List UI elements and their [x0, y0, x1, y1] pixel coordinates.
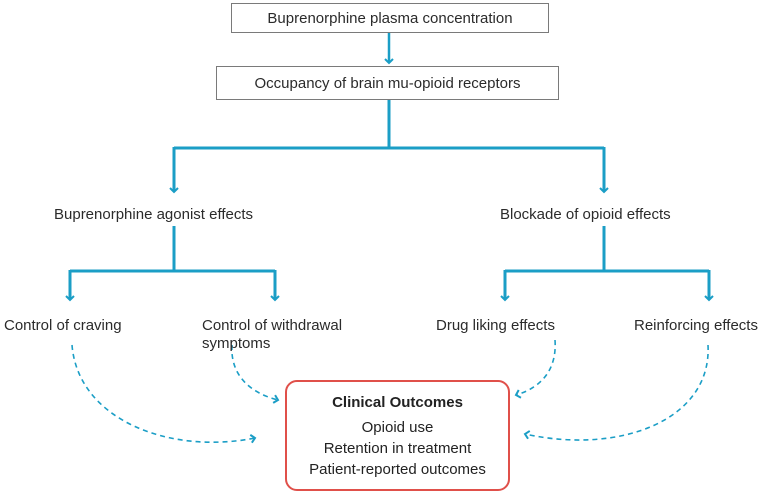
node-agonist-effects: Buprenorphine agonist effects — [54, 206, 254, 223]
node-reinforcing-effects: Reinforcing effects — [634, 317, 758, 334]
node-receptor-occupancy-label: Occupancy of brain mu-opioid receptors — [254, 74, 521, 92]
outcome-item: Retention in treatment — [323, 440, 472, 457]
clinical-outcomes-box: Clinical Outcomes Opioid use Retention i… — [285, 380, 510, 491]
node-blockade-effects: Blockade of opioid effects — [500, 206, 671, 223]
node-control-craving: Control of craving — [4, 317, 122, 334]
node-receptor-occupancy: Occupancy of brain mu-opioid receptors — [216, 66, 559, 100]
node-control-withdrawal: Control of withdrawal symptoms — [202, 317, 342, 353]
dashed-arrow-withdrawal-to-outcomes — [231, 344, 280, 404]
dashed-arrow-reinforcing-to-outcomes — [523, 344, 709, 441]
dashed-arrow-craving-to-outcomes — [71, 344, 257, 444]
node-control-withdrawal-line2: symptoms — [202, 335, 271, 352]
dashed-arrow-liking-to-outcomes — [514, 339, 556, 399]
outcome-item: Opioid use — [361, 419, 434, 436]
node-plasma-concentration: Buprenorphine plasma concentration — [231, 3, 549, 33]
outcome-item: Patient-reported outcomes — [309, 461, 486, 478]
node-plasma-concentration-label: Buprenorphine plasma concentration — [267, 9, 513, 27]
node-drug-liking: Drug liking effects — [436, 317, 555, 334]
node-control-withdrawal-line1: Control of withdrawal — [202, 317, 343, 334]
clinical-outcomes-title: Clinical Outcomes — [332, 394, 463, 411]
